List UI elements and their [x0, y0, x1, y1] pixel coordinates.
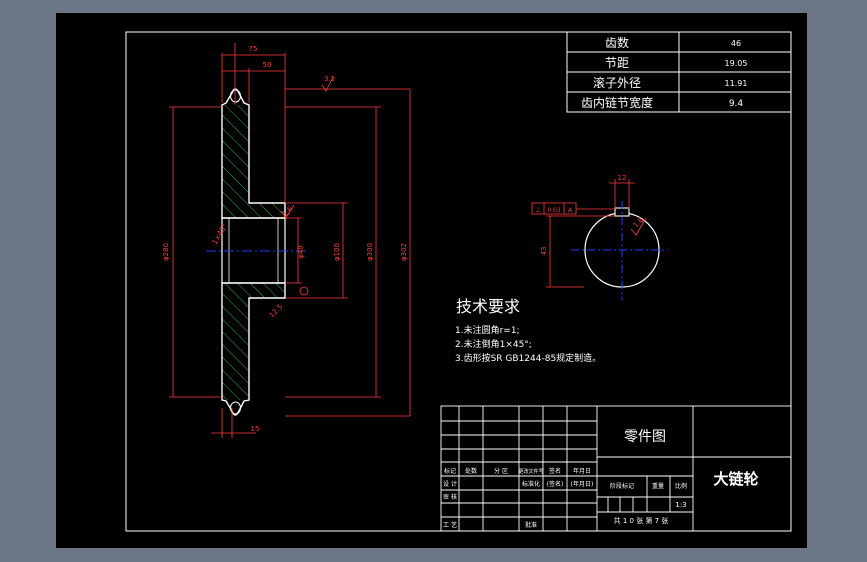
- roughness-symbols: [280, 76, 334, 219]
- params-table: 齿数 46 节距 19.05 滚子外径 11.91 齿内链节宽度 9.4: [566, 31, 792, 113]
- param-value: 46: [731, 39, 741, 48]
- tolerance-text: 0.03: [547, 207, 561, 214]
- tb-label: (年月日): [571, 480, 594, 488]
- title-block-texts: 零件图 大链轮 标记 处数 分 区 更改文件号 签名 年月日 设 计 标准化 (…: [443, 429, 758, 529]
- tb-label: 阶段标记: [610, 482, 634, 490]
- tech-requirements: 技术要求 1.未注圆角r=1; 2.未注倒角1×45°; 3.齿形按SR GB1…: [455, 297, 601, 364]
- tb-label: 处数: [465, 467, 477, 475]
- tech-title: 技术要求: [456, 297, 520, 316]
- part-name: 大链轮: [713, 470, 758, 488]
- tech-item: 1.未注圆角r=1;: [455, 324, 520, 336]
- tb-label: (签名): [547, 480, 564, 488]
- param-label: 齿内链节宽度: [581, 95, 653, 110]
- tech-item: 3.齿形按SR GB1244-85规定制造。: [455, 352, 601, 364]
- param-label: 齿数: [605, 35, 629, 50]
- tb-label: 比例: [675, 482, 687, 490]
- dim-text: 43: [540, 247, 548, 256]
- dim-text: 50: [263, 61, 272, 69]
- tb-label: 年月日: [573, 467, 591, 475]
- param-label: 滚子外径: [593, 75, 641, 90]
- drawing-viewport[interactable]: 齿数 46 节距 19.05 滚子外径 11.91 齿内链节宽度 9.4: [56, 13, 807, 548]
- tb-label: 重量: [652, 482, 664, 490]
- sheet-count: 共 1 0 张 第 7 张: [614, 516, 669, 525]
- tb-label: 标记: [444, 467, 456, 475]
- param-value: 19.05: [725, 59, 748, 68]
- dim-text: 15: [251, 425, 260, 433]
- roughness-text: 1.6: [632, 215, 646, 229]
- tolerance-text: A: [568, 207, 573, 214]
- dimension-lines: [169, 53, 411, 438]
- dim-text: φ300: [366, 243, 374, 261]
- param-label: 节距: [605, 56, 629, 70]
- tb-label: 标准化: [522, 480, 540, 488]
- tb-label: 审 核: [443, 493, 457, 501]
- param-value: 9.4: [729, 99, 744, 109]
- cad-drawing: 齿数 46 节距 19.05 滚子外径 11.91 齿内链节宽度 9.4: [125, 31, 792, 532]
- dim-text: φ302: [400, 243, 408, 261]
- roughness-text: 12.5: [268, 303, 285, 320]
- title-block: [440, 405, 792, 532]
- tb-label: 设 计: [443, 480, 457, 488]
- tb-label: 更改文件号: [518, 468, 543, 475]
- scale-value: 1:3: [675, 501, 686, 509]
- tb-label: 签名: [549, 467, 561, 475]
- tb-label: 批准: [525, 521, 537, 529]
- section-view: [206, 43, 306, 416]
- param-value: 11.91: [725, 79, 748, 88]
- tolerance-text: ⊥: [535, 206, 541, 214]
- roughness-text: 3.2: [324, 75, 335, 83]
- dim-text: 75: [249, 45, 258, 53]
- dim-text: φ40: [297, 245, 305, 259]
- keyway-view: 12 43 ⊥ 0.03 A 1.6: [531, 174, 668, 300]
- dim-text: φ280: [162, 243, 170, 261]
- tb-label: 工 艺: [443, 521, 457, 529]
- dim-text: 1×45°: [211, 222, 229, 246]
- dim-text: 12: [618, 174, 627, 182]
- tech-item: 2.未注倒角1×45°;: [455, 338, 532, 350]
- tb-label: 分 区: [494, 467, 508, 475]
- dim-text: φ100: [333, 243, 341, 261]
- drawing-type: 零件图: [624, 429, 666, 445]
